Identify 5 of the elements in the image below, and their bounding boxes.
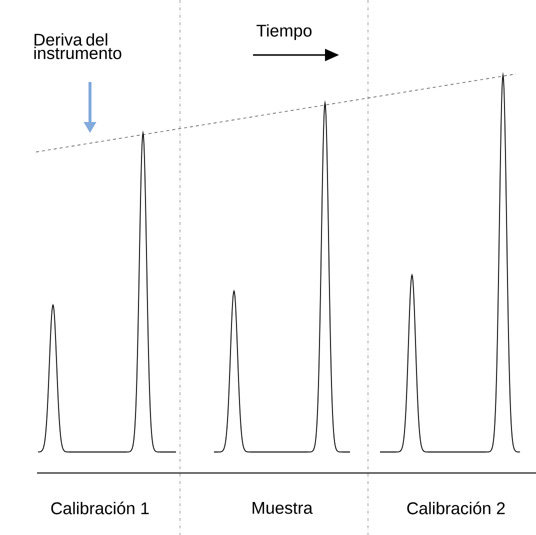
- annotation-text: Deriva del instrumento: [34, 33, 122, 60]
- section-label: Muestra: [252, 502, 313, 514]
- annotation-text: Tiempo: [256, 24, 312, 40]
- section-label: Calibración 1: [51, 502, 149, 514]
- section-label: Calibración 2: [407, 502, 505, 514]
